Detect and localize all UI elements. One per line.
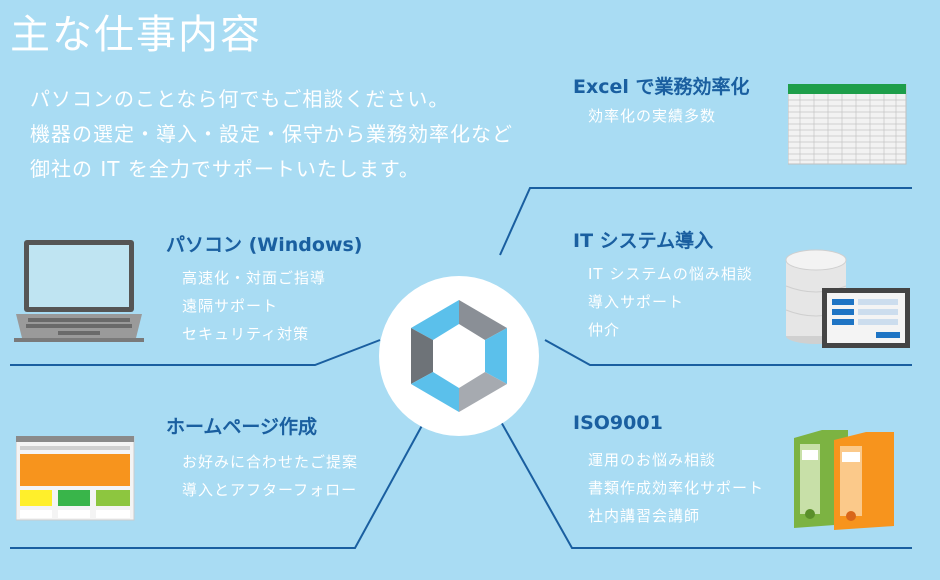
page-title: 主な仕事内容	[10, 12, 262, 58]
line-it	[544, 339, 912, 366]
it-items: IT システムの悩み相談 導入サポート 仲介	[588, 260, 753, 344]
pc-item: 高速化・対面ご指導	[182, 269, 327, 287]
hexagon-logo-icon	[379, 276, 539, 436]
it-item: 仲介	[588, 321, 621, 339]
iso-item: 運用のお悩み相談	[588, 451, 717, 469]
pc-item: 遠隔サポート	[182, 297, 279, 315]
line-pc	[10, 339, 381, 366]
web-item: 導入とアフターフォロー	[182, 481, 358, 499]
intro-line-1: パソコンのことなら何でもご相談ください。	[30, 87, 450, 111]
pc-title: パソコン (Windows)	[166, 234, 363, 256]
excel-items: 効率化の実績多数	[588, 102, 716, 130]
line-iso	[499, 419, 912, 549]
spreadsheet-icon	[788, 84, 907, 165]
laptop-icon	[14, 240, 144, 342]
it-item: IT システムの悩み相談	[588, 265, 753, 283]
it-title: IT システム導入	[573, 230, 714, 252]
iso-items: 運用のお悩み相談 書類作成効率化サポート 社内講習会講師	[588, 446, 764, 530]
iso-item: 社内講習会講師	[588, 507, 701, 525]
intro-text: パソコンのことなら何でもご相談ください。 機器の選定・導入・設定・保守から業務効…	[30, 82, 513, 187]
pc-items: 高速化・対面ご指導 遠隔サポート セキュリティ対策	[182, 264, 326, 348]
web-title: ホームページ作成	[166, 416, 318, 438]
intro-line-3: 御社の IT を全力でサポートいたします。	[30, 157, 420, 181]
database-screen-icon	[785, 249, 910, 348]
intro-line-2: 機器の選定・導入・設定・保守から業務効率化など	[30, 122, 513, 146]
line-web	[10, 419, 426, 549]
it-item: 導入サポート	[588, 293, 685, 311]
web-item: お好みに合わせたご提案	[182, 453, 359, 471]
line-excel-it	[499, 187, 912, 256]
iso-title: ISO9001	[573, 412, 663, 434]
iso-item: 書類作成効率化サポート	[588, 479, 765, 497]
excel-item: 効率化の実績多数	[588, 107, 717, 125]
binders-icon	[794, 430, 894, 530]
web-items: お好みに合わせたご提案 導入とアフターフォロー	[182, 448, 358, 504]
pc-item: セキュリティ対策	[182, 325, 310, 343]
webpage-icon	[16, 436, 135, 521]
excel-title: Excel で業務効率化	[573, 76, 750, 98]
